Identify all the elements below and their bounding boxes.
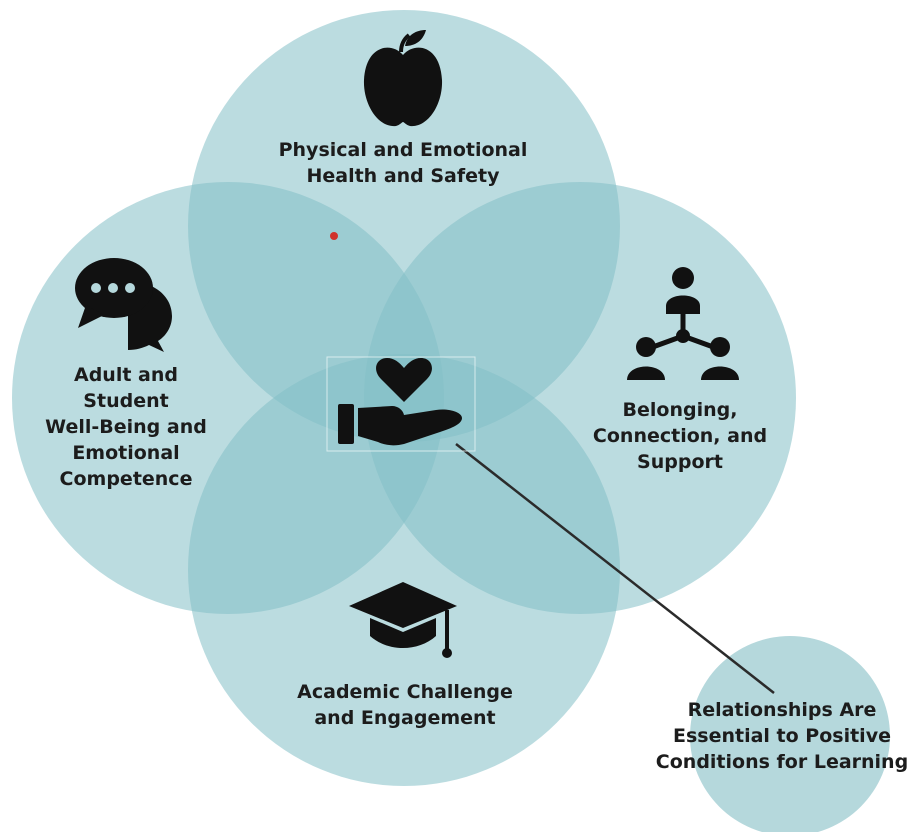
center-highlight-box <box>326 356 476 452</box>
label-belonging: Belonging, Connection, and Support <box>592 399 768 473</box>
callout-connector-line <box>455 443 775 694</box>
label-health-safety: Physical and Emotional Health and Safety <box>278 139 528 187</box>
circle-relationships-callout <box>690 636 890 832</box>
graduation-cap-icon <box>349 582 457 658</box>
red-marker-dot <box>330 232 338 240</box>
network-people-icon <box>627 267 739 380</box>
heart-in-hand-icon <box>338 358 462 446</box>
apple-icon <box>363 30 443 127</box>
label-relationships-callout: Relationships Are Essential to Positive … <box>655 699 909 773</box>
chat-bubbles-icon <box>75 258 172 352</box>
label-academic: Academic Challenge and Engagement <box>297 681 513 729</box>
label-well-being: Adult and Student Well-Being and Emotion… <box>45 364 207 490</box>
circle-academic <box>188 354 620 786</box>
